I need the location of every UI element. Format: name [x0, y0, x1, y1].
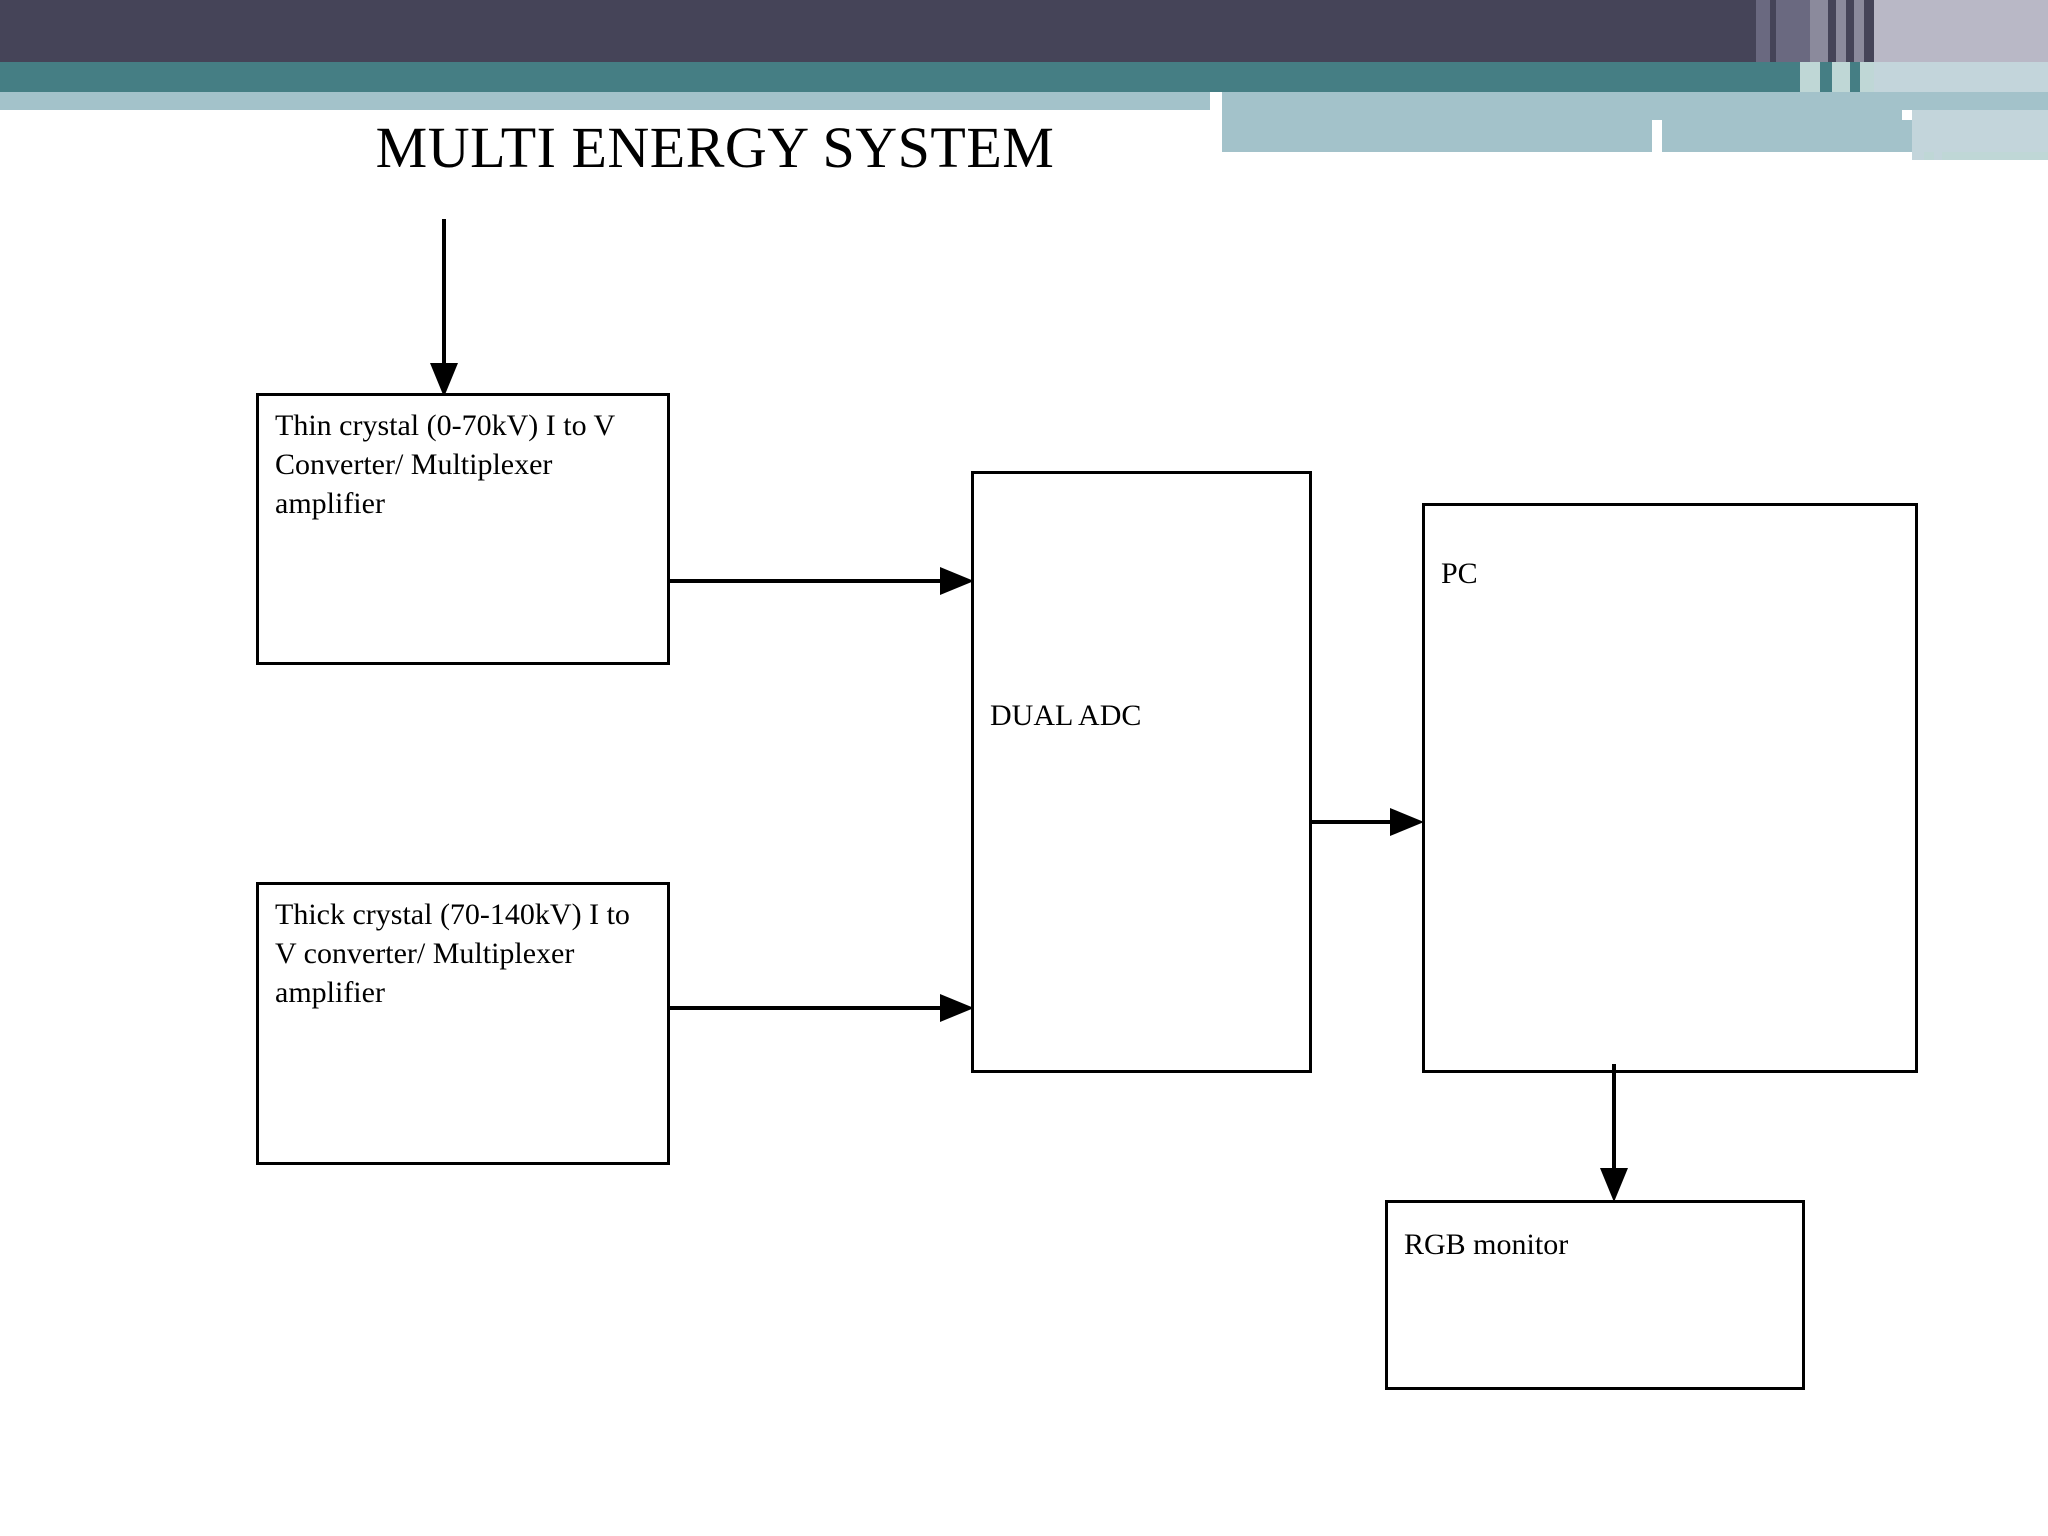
header-stripe-teal-4 — [1850, 62, 1860, 92]
block-dual-adc[interactable]: DUAL ADC — [971, 471, 1312, 1073]
header-stripe-teal-5 — [1860, 62, 1874, 92]
connector-input-to-thin-crystal — [430, 219, 458, 397]
header-band-light — [0, 92, 1210, 110]
header-stripe-teal-1 — [1800, 62, 1820, 92]
header-stripe-dark-2 — [1770, 0, 1776, 62]
header-band-dark — [0, 0, 1756, 62]
header-stripe-dark-5 — [1864, 0, 1874, 62]
header-notch-white-3 — [1652, 120, 1662, 152]
header-stripe-teal-6 — [1874, 62, 2048, 92]
header-band-light-2 — [1222, 92, 2048, 110]
header-stripe-mid2-1 — [1810, 0, 1828, 62]
header-stripe-dark-4 — [1846, 0, 1854, 62]
header-stripe-pale-1 — [1874, 0, 2048, 62]
header-stripe-teal-3 — [1832, 62, 1850, 92]
header-band-teal — [0, 62, 1800, 92]
header-stripe-dark-3 — [1828, 0, 1836, 62]
connector-thin-crystal-to-dual-adc — [670, 567, 974, 595]
connector-thick-crystal-to-dual-adc — [670, 994, 974, 1022]
block-thin-crystal-label: Thin crystal (0-70kV) I to V Converter/ … — [275, 409, 615, 520]
header-stripe-mid2-2 — [1836, 0, 1846, 62]
header-stripe-mid-2 — [1776, 0, 1810, 62]
header-stripe-vlight-6 — [1942, 152, 2048, 160]
block-thick-crystal[interactable]: Thick crystal (70-140kV) I to V converte… — [256, 882, 670, 1165]
header-stripe-teal-2 — [1820, 62, 1832, 92]
block-pc-label: PC — [1441, 557, 1478, 590]
header-white-block — [1662, 152, 1912, 160]
block-thin-crystal[interactable]: Thin crystal (0-70kV) I to V Converter/ … — [256, 393, 670, 665]
connector-pc-to-rgb-monitor — [1600, 1064, 1628, 1202]
header-stripe-vlight-2 — [1912, 120, 2048, 152]
header-stripe-vlight-3 — [1912, 152, 1924, 160]
block-thick-crystal-label: Thick crystal (70-140kV) I to V converte… — [275, 898, 630, 1009]
header-stripe-mid-1 — [1756, 0, 1770, 62]
header-stripe-vlight-5 — [1934, 152, 1942, 160]
block-pc[interactable]: PC — [1422, 503, 1918, 1073]
header-stripe-vlight-1 — [1912, 110, 2048, 120]
page-title: MULTI ENERGY SYSTEM — [375, 115, 1055, 180]
block-rgb-monitor-label: RGB monitor — [1404, 1228, 1569, 1261]
header-stripe-mid2-3 — [1854, 0, 1864, 62]
connector-dual-adc-to-pc — [1310, 808, 1424, 836]
header-notch-white-1 — [1210, 92, 1222, 110]
block-dual-adc-label: DUAL ADC — [990, 699, 1142, 732]
header-band-light-5 — [1662, 120, 1912, 152]
header-notch-white-2 — [1902, 110, 1912, 120]
header-stripe-vlight-4 — [1924, 152, 1934, 160]
block-rgb-monitor[interactable]: RGB monitor — [1385, 1200, 1805, 1390]
